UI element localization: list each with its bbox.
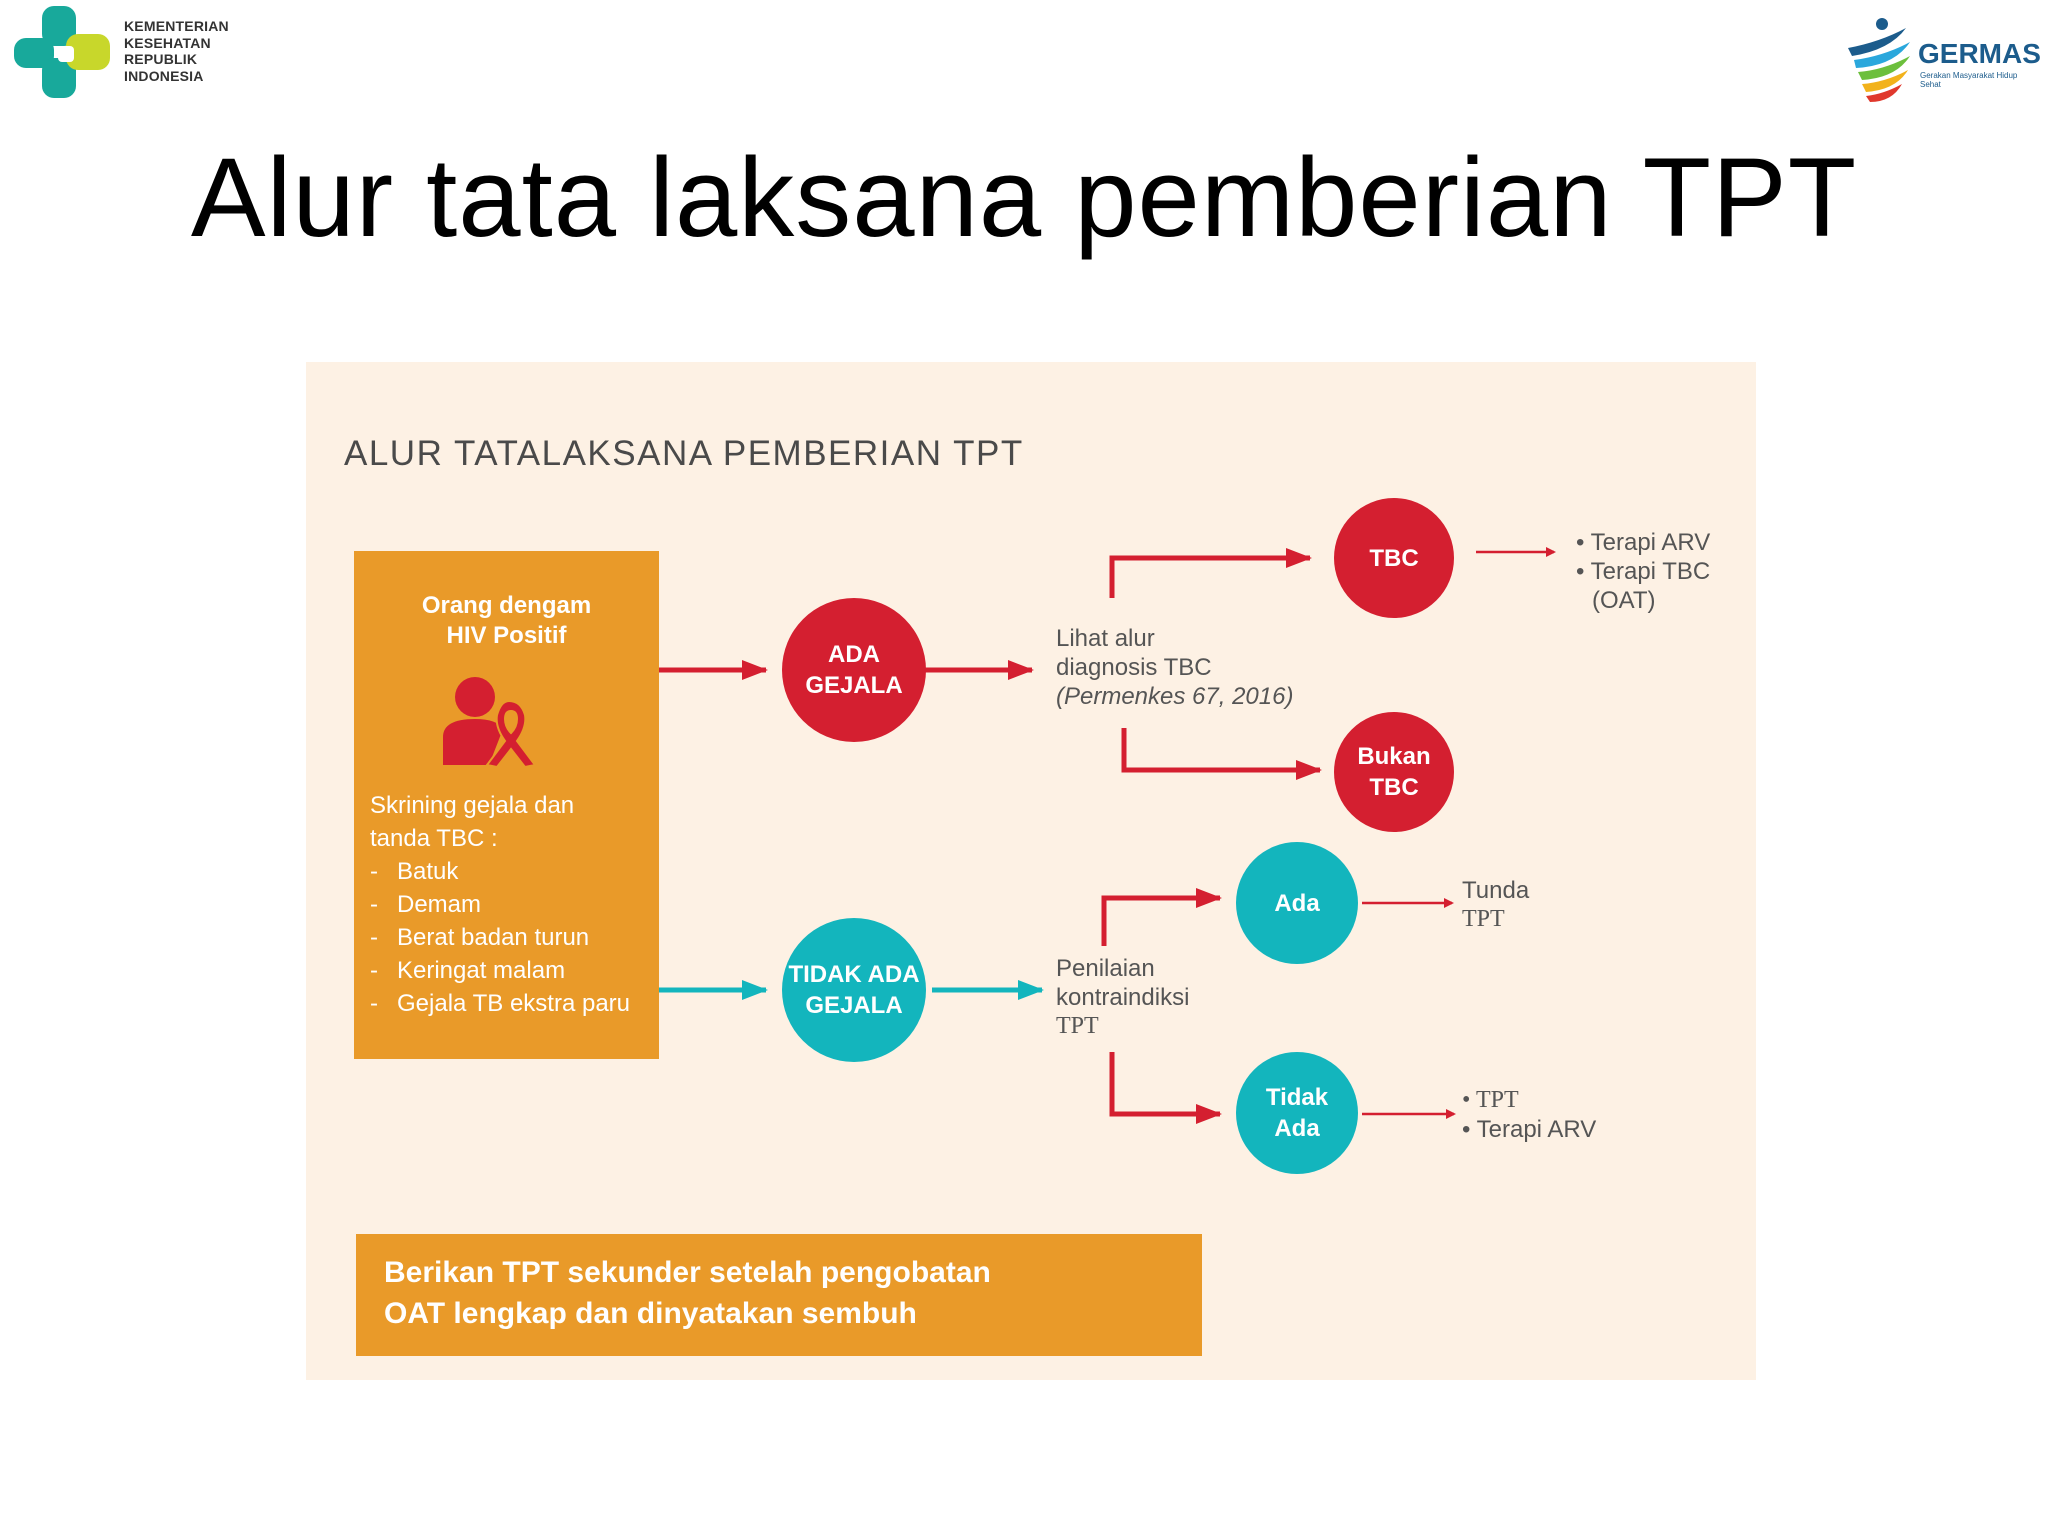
- hiv-title-line-1: Orang dengam: [421, 592, 592, 619]
- tbc-node: TBC: [1334, 498, 1454, 618]
- contraindication-step: Penilaian kontraindiksi TPT: [1056, 954, 1189, 1041]
- tidak-ada-gejala-node: TIDAK ADA GEJALA: [782, 918, 926, 1062]
- symptom-item: -Demam: [370, 891, 482, 918]
- secondary-tpt-note: Berikan TPT sekunder setelah pengobatan …: [356, 1234, 1202, 1356]
- tbc-outcome-line-3: (OAT): [1592, 587, 1656, 614]
- contra-step-line-2: kontraindiksi: [1056, 984, 1190, 1011]
- diagnosis-line-2: diagnosis TBC: [1056, 654, 1212, 681]
- tunda-line-2: TPT: [1462, 906, 1505, 932]
- diagram-heading: ALUR TATALAKSANA PEMBERIAN TPT: [344, 434, 1024, 473]
- secondary-tpt-text: Berikan TPT sekunder setelah pengobatan …: [384, 1252, 1184, 1334]
- contra-tidak-ada-line-2: Ada: [1274, 1115, 1320, 1142]
- symptom-item: -Berat badan turun: [370, 924, 590, 951]
- screening-intro-line-1: Skrining gejala dan: [370, 792, 575, 819]
- diagnosis-step: Lihat alur diagnosis TBC (Permenkes 67, …: [1056, 624, 1293, 711]
- tpt-outcome-line-1: • TPT: [1462, 1087, 1519, 1113]
- contra-tidak-ada-node: Tidak Ada: [1236, 1052, 1358, 1174]
- bukan-tbc-line-2: TBC: [1369, 774, 1419, 801]
- secondary-note-line-2: OAT lengkap dan dinyatakan sembuh: [384, 1297, 917, 1330]
- tidak-ada-gejala-line-1: TIDAK ADA: [788, 961, 920, 988]
- bukan-tbc-node: Bukan TBC: [1334, 712, 1454, 832]
- arrow-to-ada: [1101, 888, 1222, 946]
- germas-tagline: Gerakan Masyarakat Hidup Sehat: [1920, 71, 2018, 89]
- contra-step-line-1: Penilaian: [1056, 955, 1155, 982]
- symptom-label: Keringat malam: [397, 957, 566, 984]
- symptom-label: Gejala TB ekstra paru: [397, 990, 631, 1017]
- ada-gejala-line-2: GEJALA: [805, 672, 903, 699]
- germas-wordmark: GERMAS: [1918, 38, 2041, 69]
- kemenkes-line-3: REPUBLIK: [124, 51, 198, 67]
- kemenkes-line-4: INDONESIA: [124, 67, 204, 84]
- arrow-to-tbc: [1109, 548, 1312, 598]
- flow-connectors: [659, 547, 1556, 1124]
- ada-gejala-node: ADA GEJALA: [782, 598, 926, 742]
- kemenkes-logo: KEMENTERIAN KESEHATAN REPUBLIK INDONESIA: [12, 4, 242, 100]
- secondary-note-line-1: Berikan TPT sekunder setelah pengobatan: [384, 1256, 991, 1289]
- contra-step-line-3: TPT: [1056, 1013, 1099, 1039]
- symptom-item: -Batuk: [370, 858, 459, 885]
- tidak-ada-gejala-line-2: GEJALA: [805, 992, 903, 1019]
- tunda-line-1: Tunda: [1462, 877, 1530, 904]
- tbc-outcome-line-2: • Terapi TBC: [1576, 558, 1711, 585]
- diagnosis-reference: (Permenkes 67, 2016): [1056, 683, 1294, 710]
- symptom-label: Demam: [397, 891, 482, 918]
- kemenkes-line-2: KESEHATAN: [124, 34, 211, 51]
- screening-intro: Skrining gejala dan tanda TBC :: [370, 789, 650, 855]
- kemenkes-logo-text: KEMENTERIAN KESEHATAN REPUBLIK INDONESIA: [124, 18, 229, 84]
- kemenkes-line-1: KEMENTERIAN: [124, 18, 229, 34]
- kemenkes-emblem-icon: [14, 6, 110, 98]
- hiv-positive-box: Orang dengam HIV Positif Skrining gejala…: [354, 551, 659, 1059]
- germas-emblem-icon: [1848, 18, 1910, 102]
- person-ribbon-icon: [443, 677, 537, 767]
- tbc-outcome: • Terapi ARV • Terapi TBC (OAT): [1576, 528, 1710, 615]
- symptom-item: -Keringat malam: [370, 957, 566, 984]
- page-title: Alur tata laksana pemberian TPT: [190, 135, 1858, 260]
- tpt-outcome-line-2: • Terapi ARV: [1462, 1116, 1597, 1143]
- bukan-tbc-line-1: Bukan: [1357, 743, 1431, 770]
- contra-ada-outcome: Tunda TPT: [1462, 876, 1529, 934]
- arrow-to-tidak-ada: [1109, 1052, 1222, 1124]
- hiv-box-title: Orang dengam HIV Positif: [354, 591, 659, 651]
- tbc-outcome-line-1: • Terapi ARV: [1576, 529, 1711, 556]
- ada-gejala-line-1: ADA: [827, 641, 880, 668]
- diagnosis-line-1: Lihat alur: [1056, 625, 1155, 652]
- symptom-list: -Batuk -Demam -Berat badan turun -Kering…: [370, 855, 630, 1020]
- symptom-label: Batuk: [397, 858, 459, 885]
- symptom-item: -Gejala TB ekstra paru: [370, 990, 631, 1017]
- hiv-title-line-2: HIV Positif: [446, 622, 567, 649]
- contra-ada-label: Ada: [1274, 889, 1320, 917]
- contra-tidak-ada-line-1: Tidak: [1265, 1084, 1329, 1111]
- diagram-panel: ALUR TATALAKSANA PEMBERIAN TPT Orang den…: [306, 362, 1756, 1380]
- germas-logo: GERMAS Gerakan Masyarakat Hidup Sehat: [1840, 12, 2041, 104]
- contra-ada-node: Ada: [1236, 842, 1358, 964]
- arrow-to-bukan-tbc: [1121, 728, 1322, 780]
- tbc-node-label: TBC: [1369, 544, 1419, 572]
- screening-intro-line-2: tanda TBC :: [370, 825, 498, 852]
- contra-tidak-ada-outcome: • TPT • Terapi ARV: [1462, 1086, 1596, 1144]
- symptom-label: Berat badan turun: [397, 924, 590, 951]
